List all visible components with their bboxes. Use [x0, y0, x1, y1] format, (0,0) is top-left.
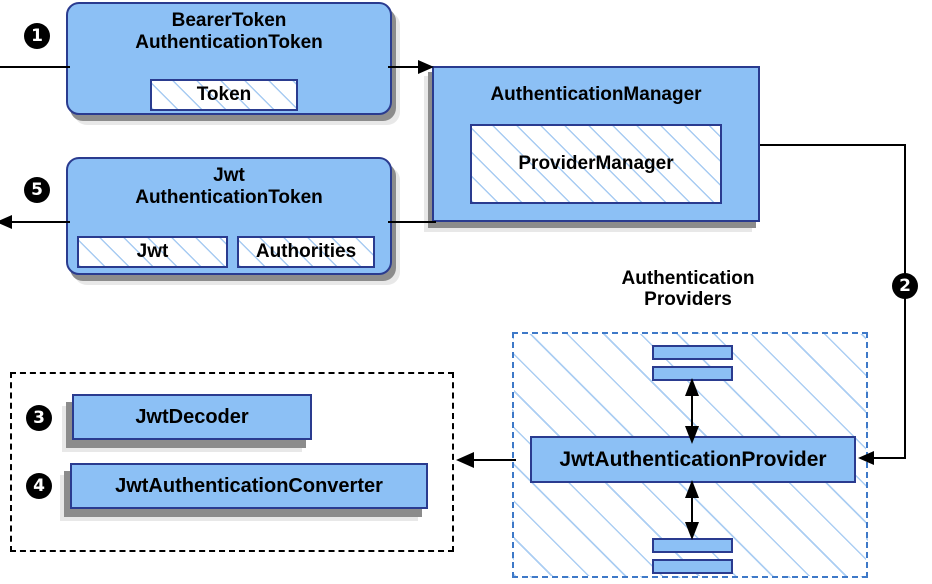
node-jwt-decoder[interactable]: JwtDecoder: [72, 394, 312, 440]
arrowhead-out-left: [0, 215, 12, 229]
provider-bar-bottom-2: [652, 559, 733, 574]
provider-bar-bottom-1: [652, 538, 733, 553]
bearer-token-title-line1: BearerToken: [171, 10, 287, 31]
provider-bar-top-1: [652, 345, 733, 360]
marker-step-5: 5: [24, 177, 50, 203]
providers-title-line2: Providers: [644, 289, 732, 311]
field-provider-manager: ProviderManager: [470, 124, 722, 204]
jwt-token-title-line2: AuthenticationToken: [135, 186, 323, 208]
node-jwt-authentication-converter[interactable]: JwtAuthenticationConverter: [70, 463, 428, 509]
marker-step-1: 1: [24, 23, 50, 49]
arrowhead-to-support: [456, 452, 474, 468]
marker-step-3: 3: [26, 405, 52, 431]
node-jwt-authentication-provider[interactable]: JwtAuthenticationProvider: [530, 436, 856, 483]
providers-title-line1: Authentication: [621, 268, 755, 289]
support-components-group: [10, 372, 454, 552]
providers-title: Authentication Providers: [560, 268, 816, 311]
field-token: Token: [150, 79, 298, 111]
marker-step-2: 2: [892, 273, 918, 299]
jwt-token-title-line1: Jwt: [213, 165, 245, 186]
auth-manager-title: AuthenticationManager: [490, 84, 702, 105]
jwt-token-title: Jwt AuthenticationToken: [135, 165, 323, 208]
field-jwt: Jwt: [77, 236, 228, 268]
bearer-token-title-line2: AuthenticationToken: [135, 31, 323, 53]
provider-bar-top-2: [652, 366, 733, 381]
marker-step-4: 4: [26, 473, 52, 499]
bearer-token-title: BearerToken AuthenticationToken: [135, 10, 323, 53]
field-authorities: Authorities: [237, 236, 375, 268]
